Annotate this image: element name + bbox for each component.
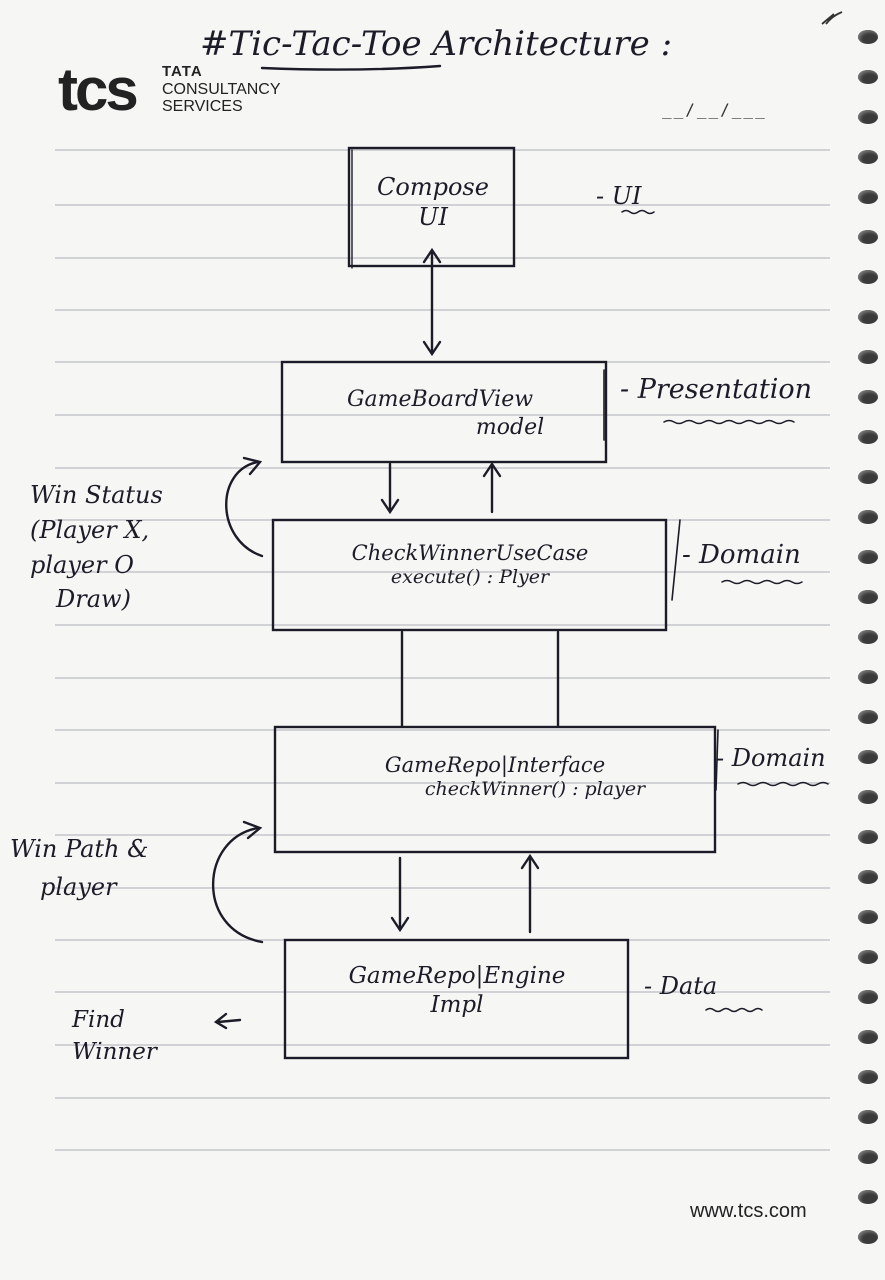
find-winner-arrow [216, 1018, 242, 1024]
usecase-label: CheckWinnerUseCase execute() : Plyer [351, 541, 589, 589]
layer-data-label: - Data [644, 972, 718, 1000]
find-winner-note: Find Winner [72, 1007, 157, 1066]
repo-interface-label: GameRepo|Interface checkWinner() : playe… [384, 753, 646, 801]
footer-url: www.tcs.com [690, 1200, 807, 1222]
tcs-logo-mark: tcs [58, 56, 139, 123]
win-path-note: Win Path & player [10, 835, 149, 902]
usecase-box [271, 518, 668, 632]
title-underline [260, 64, 442, 71]
layer-presentation-label: - Presentation [620, 374, 813, 405]
viewmodel-label: GameBoardView model [346, 387, 545, 440]
viewmodel-box [280, 360, 608, 464]
pencil-mark-icon [821, 11, 843, 25]
layer-domain-label-2: - Domain [716, 744, 826, 772]
repo-impl-label: GameRepo|Engine Impl [348, 963, 566, 1018]
page-title: #Tic-Tac-Toe Architecture : [200, 24, 673, 64]
compose-ui-label: Compose UI [377, 173, 489, 231]
layer-domain-label-1: - Domain [682, 540, 801, 570]
repo-impl-box [283, 938, 630, 1060]
ruled-lines [55, 149, 830, 1151]
win-status-note: Win Status (Player X, player O Draw) [30, 481, 163, 614]
tcs-logo-text: TATA CONSULTANCY SERVICES [162, 63, 281, 116]
layer-ui-label: - UI [596, 182, 642, 210]
logo-line-tata: TATA [162, 63, 203, 80]
repo-interface-box [273, 725, 717, 854]
logo-line-consultancy: CONSULTANCY [162, 80, 281, 98]
win-path-loop [212, 826, 264, 944]
win-status-loop [225, 460, 264, 558]
date-field: __/__/___ [662, 100, 767, 119]
logo-line-services: SERVICES [162, 98, 243, 116]
